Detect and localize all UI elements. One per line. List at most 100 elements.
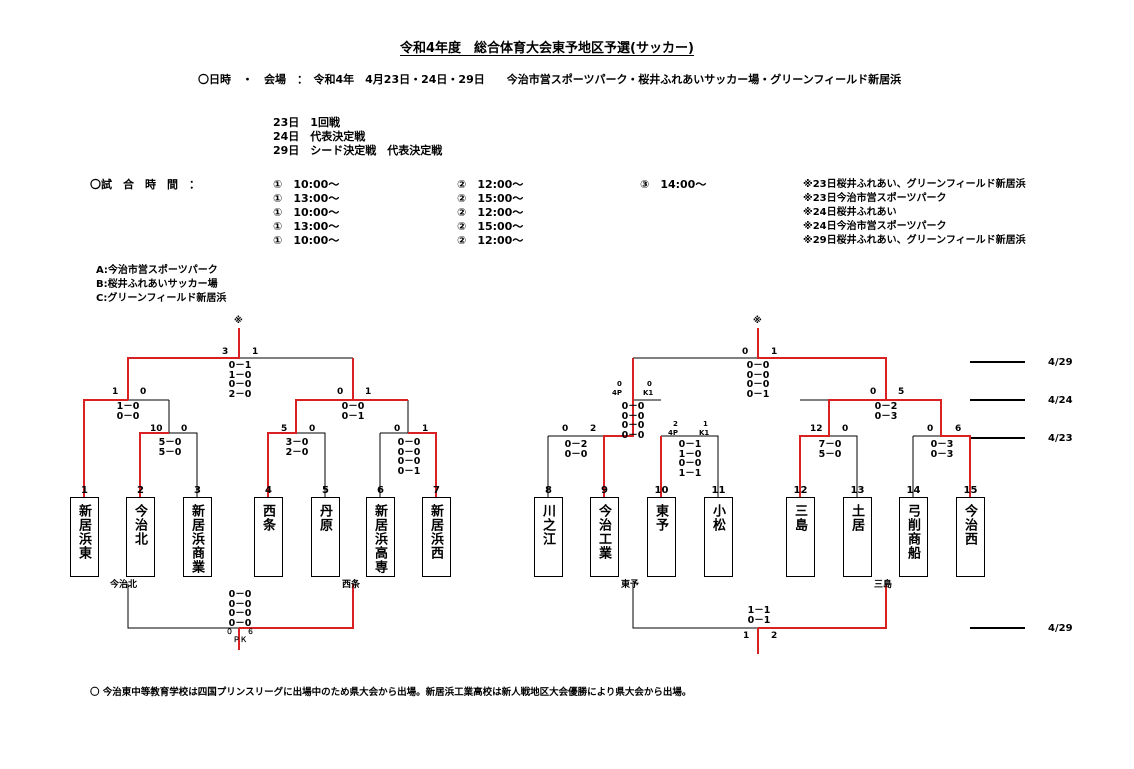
team-number: 9: [601, 485, 608, 496]
team-number: 1: [81, 485, 88, 496]
half: 0－0: [746, 369, 770, 381]
time-row-4-c1: ① 13:00～: [273, 220, 340, 233]
left-playoff-team-a: 今治北: [110, 580, 138, 590]
half: 2－0: [285, 446, 309, 458]
team-box-2: 2 今治北: [126, 485, 155, 577]
team-number: 8: [545, 485, 552, 496]
time-row-4-note: ※24日今治市営スポーツパーク: [803, 221, 947, 232]
schedule-line: 〇日時 ・ 会場 ： 令和4年 4月23日・24日・29日 今治市営スポーツパー…: [198, 73, 902, 86]
time-row-1-c1: ① 10:00～: [273, 178, 340, 191]
half: 0－0: [621, 401, 645, 412]
left-r1-6-7-score-a: 0: [394, 424, 401, 434]
right-playoff-score-a: 1: [743, 631, 750, 641]
half: 0－0: [564, 448, 588, 460]
time-row-3-c1: ① 10:00～: [273, 206, 340, 219]
left-playoff-team-b: 西条: [342, 580, 361, 590]
team-number: 7: [433, 485, 440, 496]
team-box-14: 14 弓削商船: [899, 485, 928, 577]
left-final-score-b: 1: [252, 347, 259, 357]
half: 0－0: [746, 379, 770, 390]
right-champion-mark: ※: [753, 316, 762, 326]
team-number: 2: [137, 485, 144, 496]
half: 0－1: [678, 439, 702, 450]
date-r1: 4/23: [1048, 433, 1073, 444]
team-number: 13: [850, 485, 865, 496]
team-name: 今治北: [132, 504, 147, 546]
right-qf1-pk-a: 4P: [612, 389, 623, 397]
time-row-3-c2: ② 12:00～: [457, 206, 524, 219]
venue-a: A:今治市営スポーツパーク: [96, 265, 218, 276]
time-row-1-note: ※23日桜井ふれあい、グリーンフィールド新居浜: [803, 179, 1026, 190]
half: 0－2: [874, 401, 898, 412]
venue-b: B:桜井ふれあいサッカー場: [96, 279, 218, 290]
date-playoff: 4/29: [1048, 623, 1073, 634]
half: 5－0: [158, 446, 182, 458]
left-champion-mark: ※: [234, 316, 243, 326]
right-playoff-score-b: 2: [771, 631, 778, 641]
team-number: 14: [906, 485, 921, 496]
day-2: 24日 代表決定戦: [273, 130, 366, 143]
team-name: 今治工業: [596, 504, 611, 560]
half: 0－3: [930, 448, 954, 460]
half: 0－3: [874, 410, 898, 422]
right-final-score-b: 1: [771, 347, 778, 357]
left-final-score-a: 3: [222, 347, 229, 357]
team-number: 4: [265, 485, 272, 496]
time-row-2-c2: ② 15:00～: [457, 192, 524, 205]
right-r1-10-11-pk-a: 4P: [668, 429, 679, 437]
half: 0－1: [341, 410, 365, 422]
half: 0－0: [746, 360, 770, 371]
half: 0－0: [621, 420, 645, 431]
team-box-15: 15 今治西: [956, 485, 985, 577]
team-number: 12: [793, 485, 808, 496]
time-row-5-note: ※29日桜井ふれあい、グリーンフィールド新居浜: [803, 235, 1026, 246]
half: 0－0: [116, 410, 140, 422]
team-name: 三島: [792, 504, 807, 532]
half: 2－0: [228, 388, 252, 400]
team-name: 弓削商船: [905, 504, 920, 560]
right-qf1-score-a: 0: [617, 380, 622, 388]
team-name: 新居浜東: [76, 504, 91, 560]
team-name: 丹原: [317, 504, 332, 532]
team-box-12: 12 三島: [786, 485, 815, 577]
right-r1-12-13-score-b: 0: [842, 424, 849, 434]
half: 0－0: [397, 446, 421, 458]
team-name: 今治西: [962, 504, 977, 546]
right-qf2-score-a: 0: [870, 387, 877, 397]
half: 1－0: [228, 369, 252, 381]
team-number: 6: [377, 485, 384, 496]
team-name: 新居浜商業: [189, 504, 204, 574]
right-r1-10-11-score-b: 1: [703, 420, 708, 428]
left-r1-4-5-score-b: 0: [309, 424, 316, 434]
team-box-9: 9 今治工業: [590, 485, 619, 577]
page-title: 令和4年度 総合体育大会東予地区予選(サッカー): [400, 41, 694, 56]
half: 0－1: [747, 614, 771, 626]
team-number: 10: [654, 485, 669, 496]
venue-c: C:グリーンフィールド新居浜: [96, 293, 227, 304]
half: 5－0: [158, 437, 182, 448]
half: 1－0: [116, 401, 140, 412]
team-number: 15: [963, 485, 978, 496]
team-name: 西条: [260, 504, 275, 532]
team-name: 小松: [710, 504, 725, 532]
half: 0－0: [341, 401, 365, 412]
date-qf: 4/24: [1048, 395, 1073, 406]
left-r1-2-3-score-a: 10: [150, 424, 163, 434]
left-qf2-score-b: 1: [365, 387, 372, 397]
